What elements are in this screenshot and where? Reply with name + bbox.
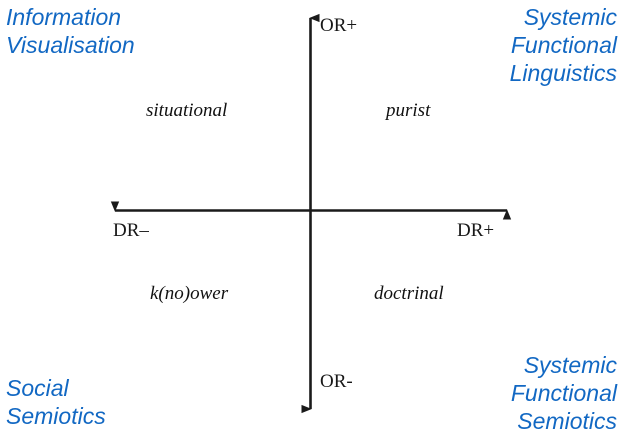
corner-label-bottom-left: Social Semiotics <box>6 374 106 430</box>
corner-label-line: Systemic <box>523 352 617 378</box>
corner-label-line: Semiotics <box>517 408 617 434</box>
quadrant-term-top-left: situational <box>146 100 228 121</box>
corner-label-bottom-right: Systemic Functional Semiotics <box>511 351 617 435</box>
quadrant-term-bottom-left: k(no)ower <box>150 283 229 304</box>
corner-label-line: Information <box>6 4 122 30</box>
corner-label-line: Social <box>6 375 69 401</box>
axis-label-or-negative: OR- <box>320 371 353 392</box>
quadrant-term-top-right: purist <box>386 100 431 121</box>
corner-label-line: Systemic <box>523 4 617 30</box>
corner-label-top-right: Systemic Functional Linguistics <box>510 3 617 87</box>
corner-label-line: Functional <box>510 380 617 406</box>
corner-label-top-left: Information Visualisation <box>6 3 135 59</box>
quadrant-term-bottom-right: doctrinal <box>374 283 444 304</box>
corner-label-line: Linguistics <box>509 60 617 86</box>
axis-label-or-positive: OR+ <box>320 15 358 36</box>
corner-label-line: Semiotics <box>6 403 106 429</box>
corner-label-line: Functional <box>510 32 617 58</box>
corner-label-line: Visualisation <box>6 32 135 58</box>
axis-label-dr-positive: DR+ <box>457 220 495 241</box>
axis-label-dr-negative: DR– <box>113 220 149 241</box>
